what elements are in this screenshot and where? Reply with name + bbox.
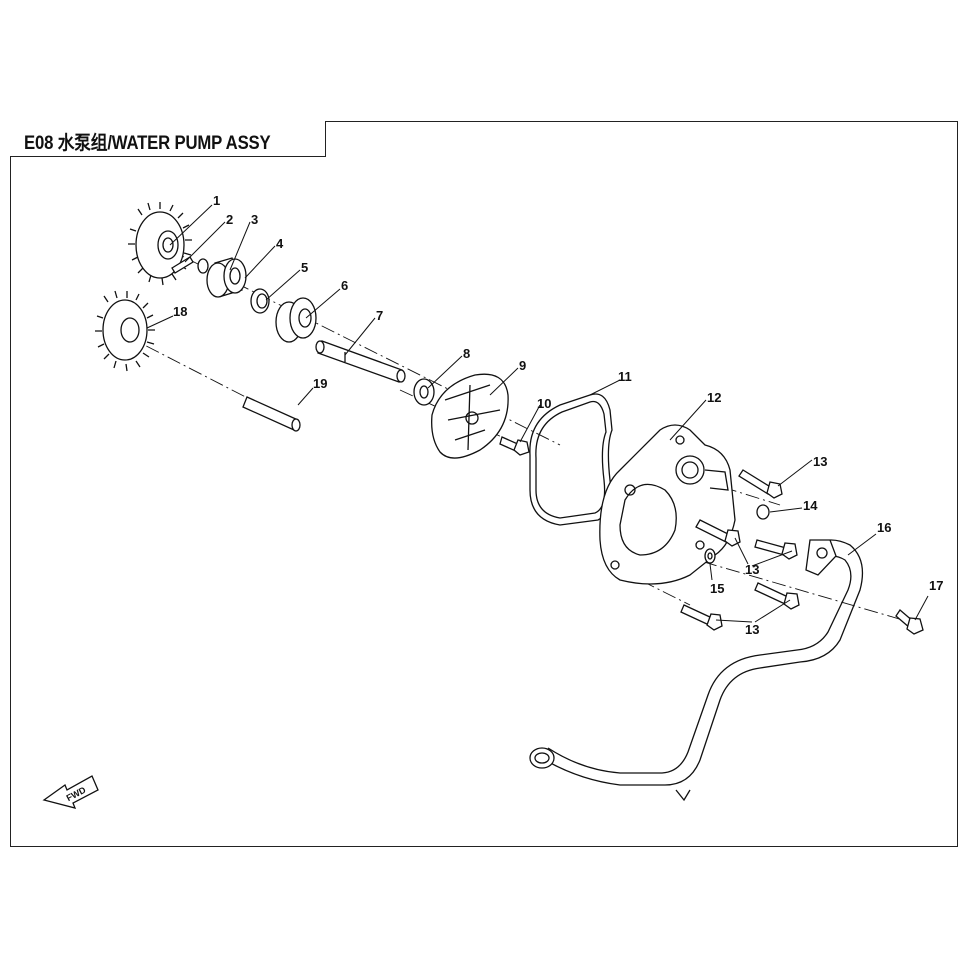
callout-labels: 1 2 3 4 5 6 7 8 9 10 11 12 13 13 13 14 1… (173, 193, 943, 637)
leader-lines (146, 204, 929, 623)
part-5-seal (250, 288, 270, 314)
callout-11: 11 (618, 369, 632, 384)
callout-13-upper: 13 (813, 454, 827, 469)
callout-15: 15 (710, 581, 724, 596)
part-1-drive-gear (128, 202, 192, 286)
drawing-frame (10, 121, 958, 847)
part-11-gasket (529, 393, 613, 526)
callout-6: 6 (341, 278, 348, 293)
page-title: E08 水泵组/WATER PUMP ASSY (24, 133, 271, 154)
callout-12: 12 (707, 390, 721, 405)
callout-18: 18 (173, 304, 187, 319)
part-7-shaft (315, 340, 406, 383)
part-8-washer (413, 378, 435, 406)
callout-14: 14 (803, 498, 818, 513)
small-washer (197, 258, 209, 274)
callout-16: 16 (877, 520, 891, 535)
callout-7: 7 (376, 308, 383, 323)
part-13-bolts (680, 469, 800, 631)
part-17-bolt (895, 609, 924, 635)
part-10-bolt (499, 436, 530, 456)
callout-19: 19 (313, 376, 327, 391)
part-3-bearing (206, 257, 247, 298)
part-2-pin (171, 256, 194, 274)
part-9-impeller (431, 373, 509, 459)
part-14-o-ring (756, 504, 770, 520)
callout-10: 10 (537, 396, 551, 411)
axis-lines (124, 239, 921, 626)
callout-1: 1 (213, 193, 220, 208)
part-6-mechanical-seal (275, 297, 317, 343)
callout-13-middle: 13 (745, 562, 759, 577)
callout-8: 8 (463, 346, 470, 361)
callout-2: 2 (226, 212, 233, 227)
fwd-arrow-icon (42, 775, 99, 809)
title-box: E08 水泵组/WATER PUMP ASSY (10, 121, 326, 157)
part-12-pump-cover (599, 424, 736, 585)
part-15-washer (704, 548, 716, 564)
part-19-dowel (242, 396, 301, 432)
callout-3: 3 (251, 212, 258, 227)
callout-17: 17 (929, 578, 943, 593)
callout-9: 9 (519, 358, 526, 373)
callout-4: 4 (276, 236, 284, 251)
part-18-gear (95, 290, 155, 372)
callout-13-lower: 13 (745, 622, 759, 637)
part-16-water-pipe (529, 539, 864, 802)
callout-5: 5 (301, 260, 308, 275)
